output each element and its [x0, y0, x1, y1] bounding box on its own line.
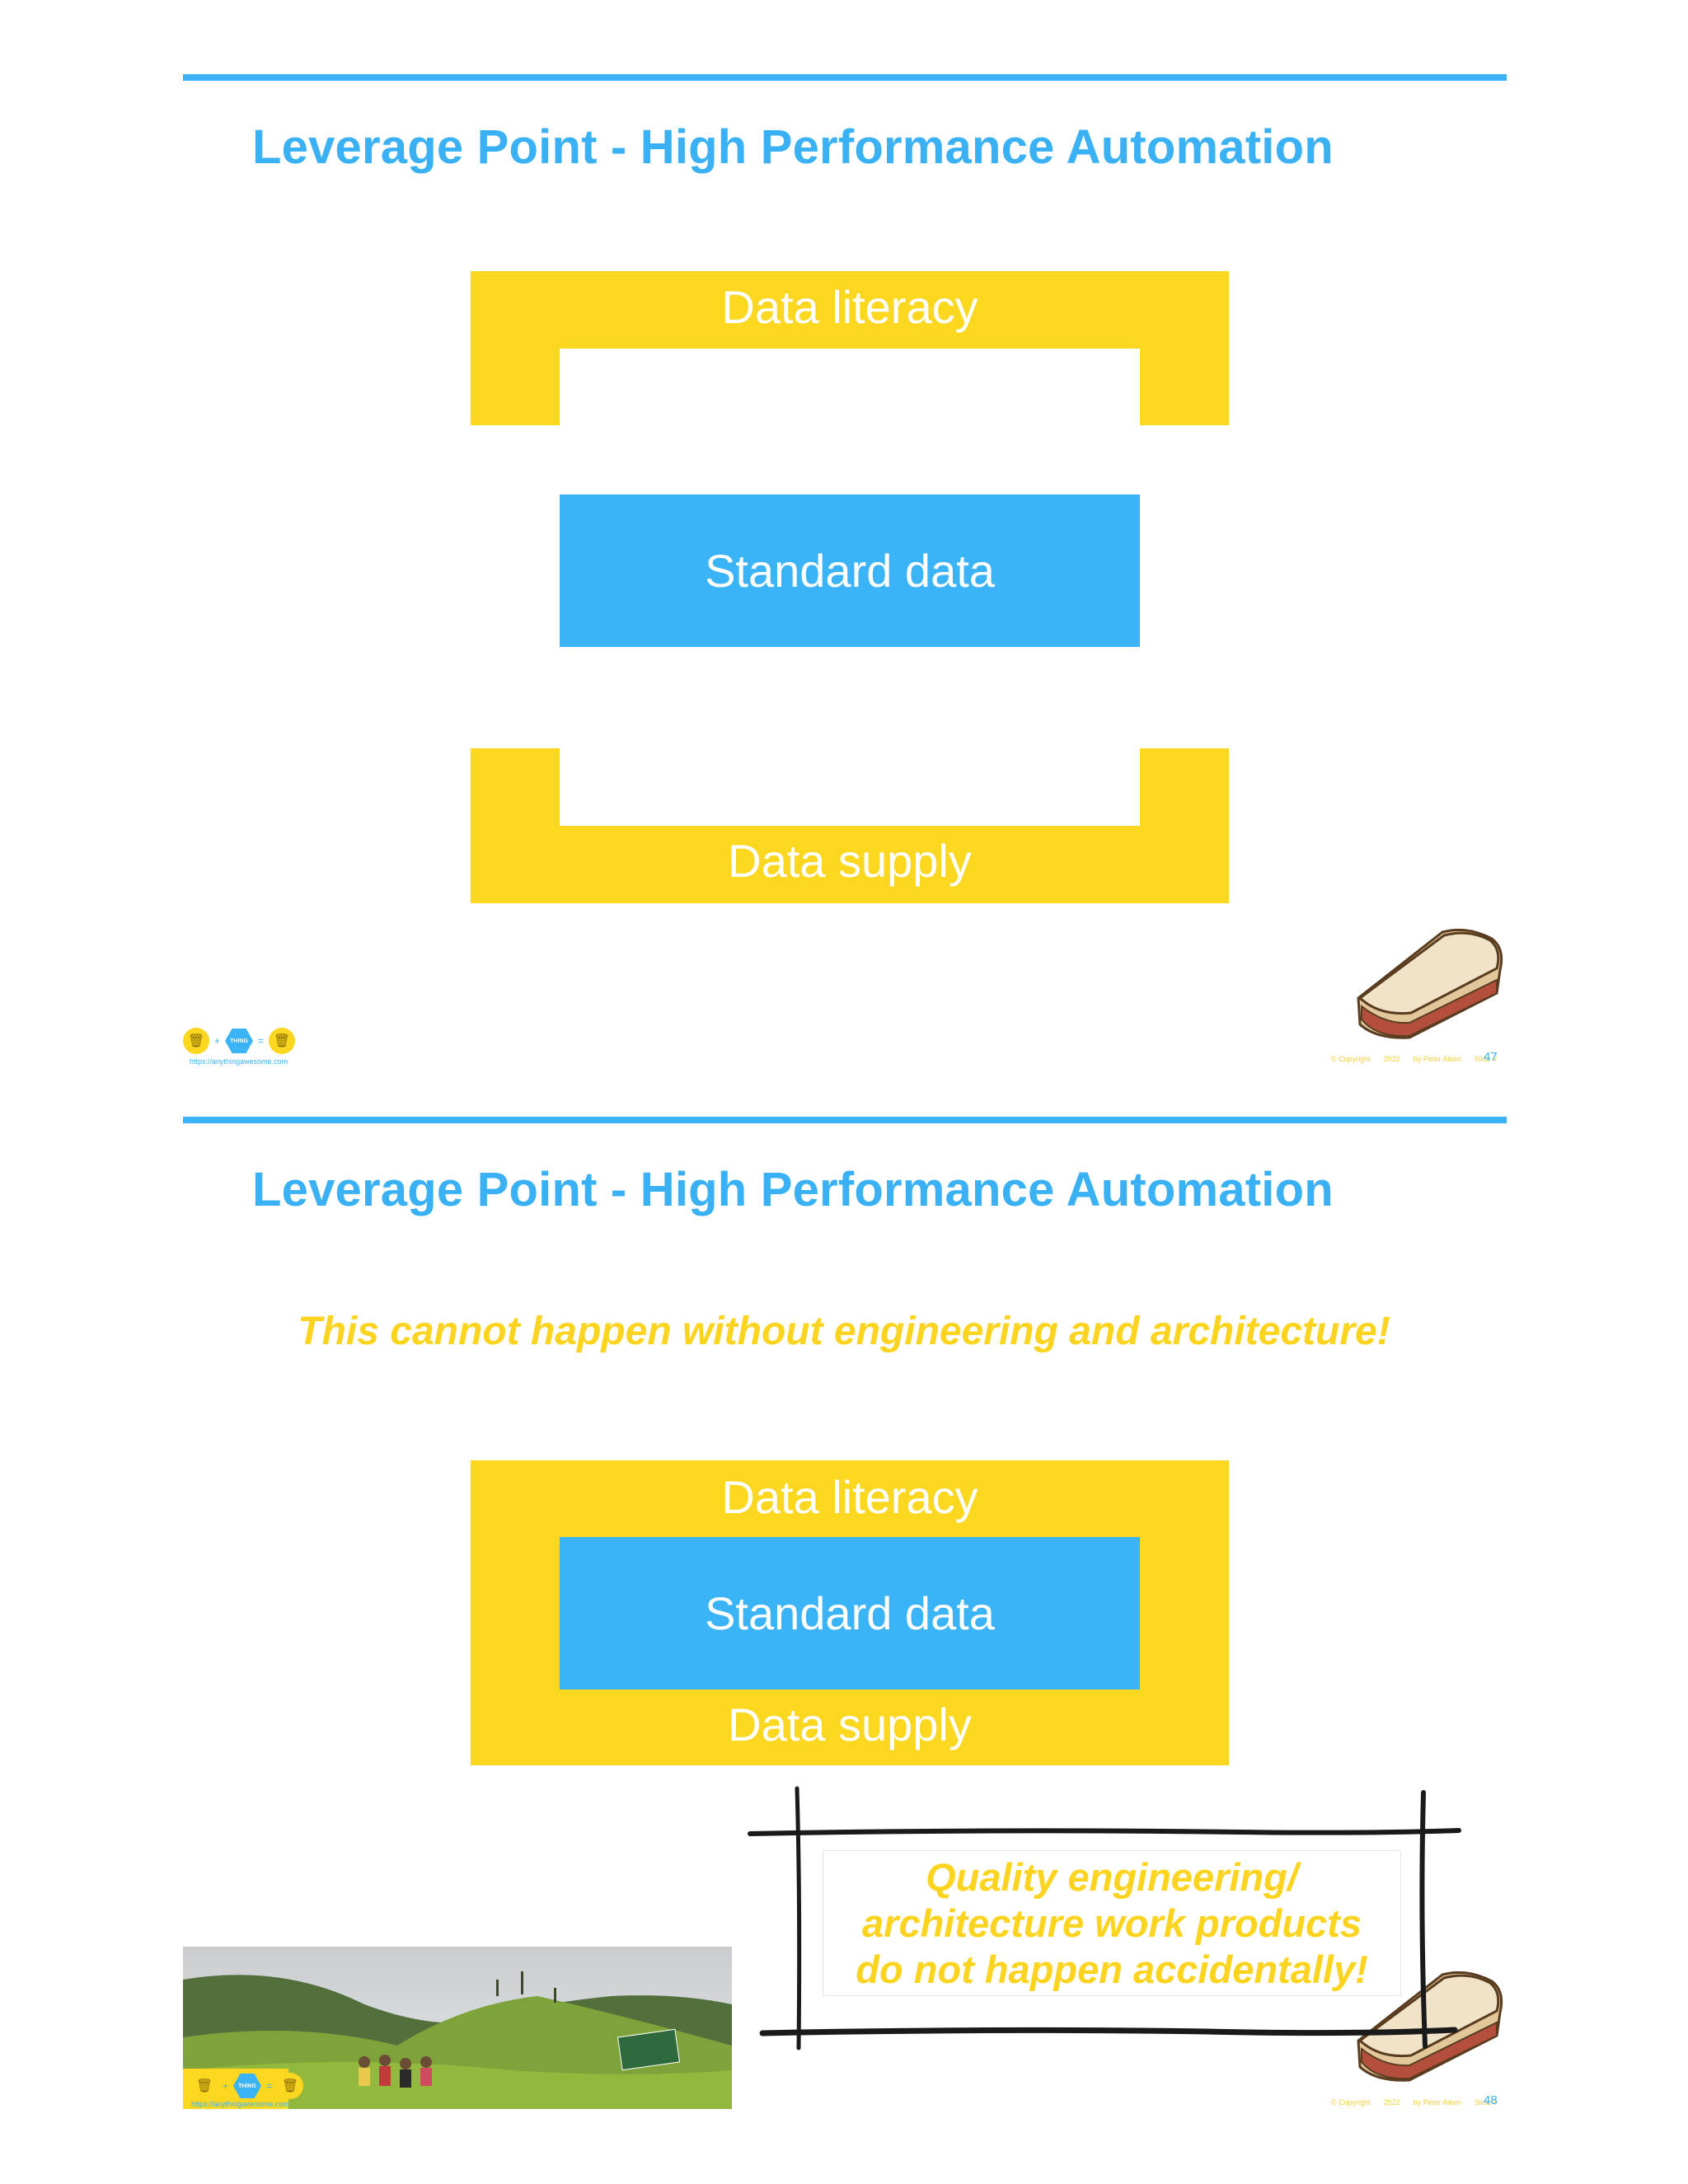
- quote-line-3: do not happen accidentally!: [856, 1947, 1368, 1991]
- copyright-year: 2022: [1383, 2098, 1400, 2107]
- thing-hex-icon: THING: [233, 2074, 262, 2098]
- data-literacy-label: Data literacy: [721, 281, 978, 333]
- quote-line-1: Quality engineering/: [926, 1854, 1298, 1899]
- data-supply-label: Data supply: [728, 835, 972, 887]
- page-number: 47: [1484, 1050, 1498, 1064]
- trash-icon: 🗑: [269, 1028, 296, 1054]
- slide-47: Leverage Point - High Performance Automa…: [183, 74, 1510, 1123]
- standard-data-label: Standard data: [705, 545, 995, 597]
- copyright-text: © Copyright: [1331, 2098, 1371, 2107]
- sandwich-icon: [1357, 1971, 1503, 2082]
- page-number: 48: [1484, 2093, 1498, 2107]
- standard-data-box: [560, 494, 1140, 647]
- quote-line-2: architecture work products: [862, 1900, 1362, 1945]
- quote-box: Quality engineering/ architecture work p…: [823, 1850, 1401, 1996]
- slide-label: Slide #: [1474, 1055, 1498, 1063]
- anythingawesome-logo: 🗑 + THING = 🗑: [191, 2073, 304, 2099]
- slide-footer: © Copyright 2022 by Peter Aiken Slide #: [1331, 2098, 1510, 2107]
- slide-title: Leverage Point - High Performance Automa…: [252, 1163, 1334, 1216]
- slide-48: Leverage Point - High Performance Automa…: [0, 1104, 1688, 2184]
- author-text: by Peter Aiken: [1413, 1055, 1461, 1063]
- thing-hex-icon: THING: [225, 1029, 254, 1053]
- slide-label: Slide #: [1474, 2098, 1498, 2107]
- trash-icon: 🗑: [191, 2073, 218, 2099]
- copyright-text: © Copyright: [1331, 1055, 1371, 1063]
- author-text: by Peter Aiken: [1413, 2098, 1461, 2107]
- standard-data-box: [560, 1537, 1140, 1690]
- tea-field-photo: 🗑 + THING = 🗑 https://anythingawesome.co…: [183, 1947, 732, 2109]
- signature-frame: [748, 1786, 1461, 2050]
- slide-title: Leverage Point - High Performance Automa…: [252, 120, 1334, 174]
- divider-rule: [183, 1117, 1507, 1123]
- trash-icon: 🗑: [183, 1028, 209, 1054]
- standard-data-label: Standard data: [705, 1587, 995, 1639]
- logo-url[interactable]: https://anythingawesome.com: [191, 2100, 290, 2108]
- data-supply-label: Data supply: [728, 1699, 972, 1750]
- slide-subtitle: This cannot happen without engineering a…: [298, 1310, 1390, 1353]
- copyright-year: 2022: [1383, 1055, 1400, 1063]
- slide-footer: © Copyright 2022 by Peter Aiken Slide #: [1331, 1055, 1510, 1063]
- anythingawesome-logo: 🗑 + THING = 🗑: [183, 1028, 296, 1054]
- trash-icon: 🗑: [277, 2073, 304, 2099]
- sandwich-icon: [1357, 928, 1503, 1039]
- logo-url[interactable]: https://anythingawesome.com: [190, 1057, 288, 1066]
- data-literacy-label: Data literacy: [721, 1471, 978, 1523]
- top-rule: [183, 74, 1507, 81]
